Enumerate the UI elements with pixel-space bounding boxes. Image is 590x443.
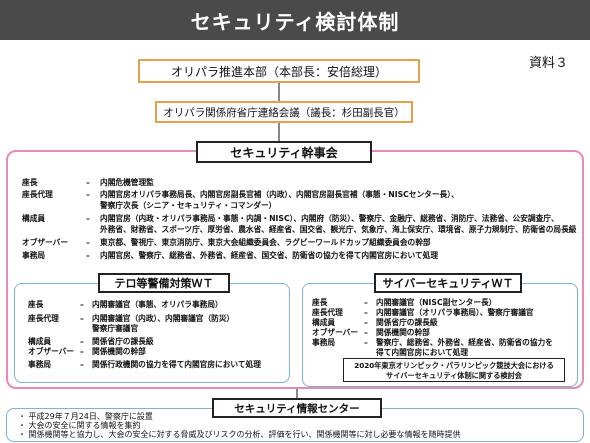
info-center-bullet: ・ 関係機関等と協力し、大会の安全に対する脅威及びリスクの分析、評価を行い、関係… [18, 430, 461, 439]
cyber-wt-title: サイバーセキュリティＷＴ [374, 273, 522, 293]
cyber-wt-row-value: 内閣審議官（NISC副センター長） [376, 298, 497, 307]
terror-wt-row-dash: – [80, 314, 84, 323]
info-center-title-text: セキュリティ情報センター [234, 402, 360, 415]
cyber-wt-row-value: 警察庁、総務省、外務省、経産省、防衛省の協力を [376, 338, 553, 347]
exec-row-label: オブザーバー [22, 238, 69, 247]
exec-row-value: 内閣官房オリパラ事務局長、内閣官房副長官補（内政）、内閣官房副長官補（事態・NI… [100, 190, 459, 199]
terror-wt-row-label: 座長代理 [28, 314, 59, 323]
exec-row-dash: – [86, 190, 90, 199]
cyber-wt-row-label: 座長 [312, 298, 328, 307]
exec-row-dash: – [86, 178, 90, 187]
executive-committee-title-text: セキュリティ幹事会 [230, 145, 338, 160]
exec-row-label: 事務局 [22, 251, 46, 260]
cyber-wt-row-dash: – [364, 318, 368, 327]
exec-row-label: 座長代理 [22, 190, 53, 199]
liaison-box: オリパラ関係府省庁連絡会議（議長：杉田副長官） [155, 101, 413, 123]
terror-wt-row-value: 内閣審議官（事態、オリパラ事務局） [92, 300, 223, 309]
exec-row-dash: – [86, 238, 90, 247]
terror-wt-title-text: テロ等警備対策ＷＴ [114, 277, 214, 290]
cyber-wt-row-value: 得て内閣官房において処理 [376, 348, 469, 357]
exec-row-value: 東京都、警視庁、東京消防庁、東京大会組織委員会、ラグビーワールドカップ組織委員会… [100, 238, 431, 247]
exec-row-value: 内閣官房、警察庁、総務省、外務省、経産省、国交省、防衛省の協力を得て内閣官房にお… [100, 251, 439, 260]
exec-row-value: 外務省、財務省、スポーツ庁、厚労省、農水省、経産省、国交省、観光庁、気象庁、海上… [100, 225, 577, 234]
cyber-study-group-line1: 2020年東京オリンピック・パラリンピック競技大会における [354, 361, 554, 370]
cyber-wt-row-value: 関係機関の幹部 [376, 328, 430, 337]
terror-wt-row-value: 内閣審議官（内政）、内閣審議官（防災） [92, 314, 235, 323]
cyber-wt-row-dash: – [364, 338, 368, 347]
terror-wt-row-value: 関係機関の幹部 [92, 347, 146, 356]
cyber-wt-row-value: 関係省庁の課長級 [376, 318, 438, 327]
info-center-title: セキュリティ情報センター [212, 398, 382, 418]
exec-row-value: 内閣官房（内政・オリパラ事務局・事態・内調・NISC）、内閣府（防災）、警察庁、… [100, 214, 559, 223]
cyber-wt-row-label: 座長代理 [312, 308, 343, 317]
document-label: 資料３ [528, 56, 568, 71]
info-center-bullet: ・ 平成29年７月24日、警察庁に設置 [18, 412, 153, 421]
terror-wt-row-value: 関係行政機関の協力を得て内閣官房において処理 [92, 360, 261, 369]
terror-wt-row-value: 関係省庁の課長級 [92, 337, 154, 346]
liaison-label: オリパラ関係府省庁連絡会議（議長：杉田副長官） [163, 106, 405, 119]
terror-wt-row-dash: – [80, 300, 84, 309]
terror-wt-row-label: 事務局 [28, 360, 52, 369]
terror-wt-row-label: 構成員 [28, 337, 52, 346]
terror-wt-row-label: 座長 [28, 300, 44, 309]
cyber-study-group-line2: サイバーセキュリティ体制に関する検討会 [386, 371, 522, 380]
terror-wt-row-label: オブザーバー [28, 347, 75, 356]
cyber-wt-row-dash: – [364, 328, 368, 337]
exec-row-label: 構成員 [22, 214, 46, 223]
terror-wt-row-value: 警察庁審議官 [92, 324, 139, 333]
info-center-bullet: ・ 大会の安全に関する情報を集約 [18, 421, 141, 430]
executive-committee-title: セキュリティ幹事会 [196, 141, 372, 163]
cyber-wt-row-dash: – [364, 308, 368, 317]
cyber-wt-row-label: オブザーバー [312, 328, 359, 337]
exec-row-dash: – [86, 251, 90, 260]
connector-liaison-exec [278, 123, 280, 141]
connector-exec-center [296, 389, 298, 398]
connector-hq-liaison [278, 83, 280, 101]
hq-box: オリパラ推進本部（本部長：安倍総理） [138, 59, 420, 83]
terror-wt-row-dash: – [80, 337, 84, 346]
cyber-wt-row-dash: – [364, 298, 368, 307]
exec-row-value: 内閣危機管理監 [100, 178, 154, 187]
exec-row-dash: – [86, 214, 90, 223]
cyber-wt-row-label: 構成員 [312, 318, 336, 327]
cyber-wt-row-value: 内閣審議官（オリパラ事務局）、警察庁審議官 [376, 308, 534, 317]
cyber-wt-row-label: 事務局 [312, 338, 336, 347]
exec-row-value: 警察庁次長（シニア・セキュリティ・コマンダー） [100, 201, 277, 210]
terror-wt-row-dash: – [80, 347, 84, 356]
exec-row-label: 座長 [22, 178, 38, 187]
terror-wt-title: テロ等警備対策ＷＴ [98, 273, 230, 293]
page-title: セキュリティ検討体制 [0, 0, 590, 40]
cyber-study-group-box: 2020年東京オリンピック・パラリンピック競技大会における サイバーセキュリティ… [343, 358, 565, 382]
hq-label: オリパラ推進本部（本部長：安倍総理） [170, 64, 387, 79]
terror-wt-row-dash: – [80, 360, 84, 369]
cyber-wt-title-text: サイバーセキュリティＷＴ [382, 277, 514, 290]
